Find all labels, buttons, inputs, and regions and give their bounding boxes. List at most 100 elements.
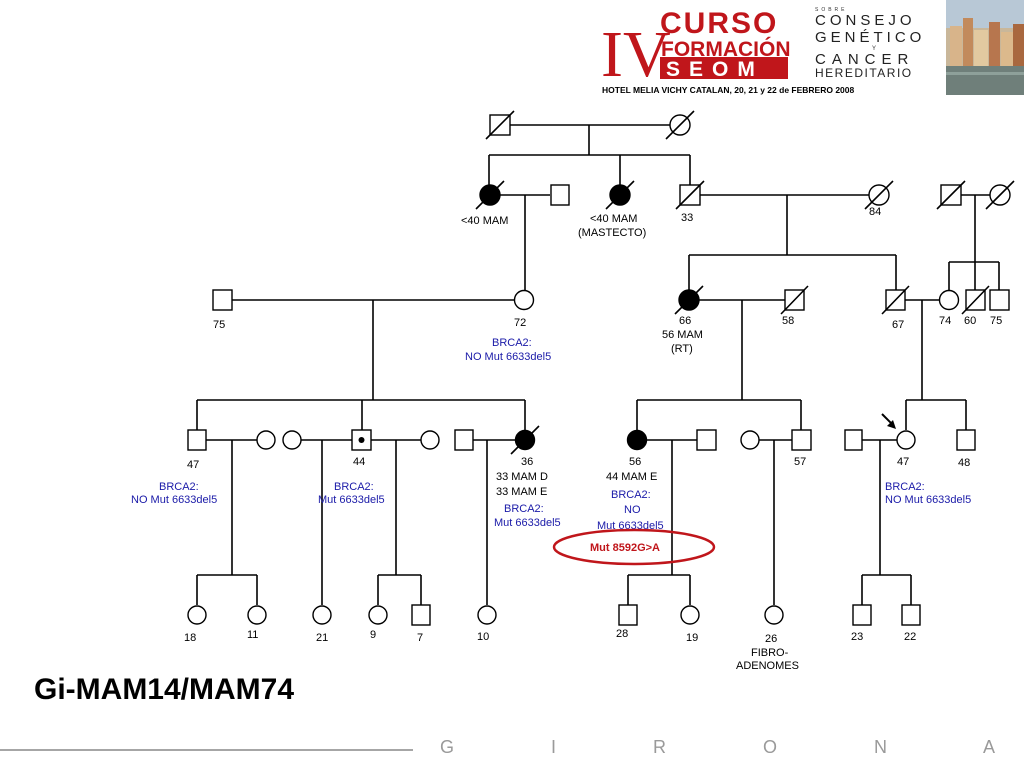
gen3-female-74[interactable] <box>938 289 960 311</box>
label-g3-72: 72 <box>514 317 526 329</box>
label-g5-11: 11 <box>247 629 258 641</box>
label-g3-66: 66 <box>679 315 691 327</box>
label-g4-57: 57 <box>794 456 806 468</box>
gen5-male-22[interactable] <box>901 604 921 626</box>
label-g5-9: 9 <box>370 629 376 641</box>
label-g4-47b: 47 <box>897 456 909 468</box>
label-g4-56-t2: NO <box>624 504 641 516</box>
label-g4-36-d1: 33 MAM D <box>496 471 548 483</box>
label-g2a-age: <40 MAM <box>461 215 508 227</box>
label-g3-75: 75 <box>213 319 225 331</box>
logo-roman: IV <box>601 18 671 91</box>
logo-genetico: GENÉTICO <box>815 29 925 46</box>
slide-title: Gi-MAM14/MAM74 <box>34 673 294 706</box>
label-g2c-age: 33 <box>681 212 693 224</box>
gen5-female-19[interactable] <box>680 605 700 625</box>
gen2-female-deceased-d[interactable] <box>864 180 894 210</box>
gen1-female-deceased[interactable] <box>665 110 695 140</box>
gen4-spouse-female-b[interactable] <box>282 430 302 450</box>
gen4-affected-female-36[interactable] <box>510 425 540 455</box>
logo-sobre: SOBRE <box>815 7 848 13</box>
label-g4-36-d2: 33 MAM E <box>496 486 547 498</box>
pedigree-symbols <box>187 110 1015 626</box>
gen4-proband-female-47[interactable] <box>896 430 916 450</box>
gen2-male-deceased-e[interactable] <box>936 180 966 210</box>
label-g2b-sub: (MASTECTO) <box>578 227 646 239</box>
gen3-affected-female-66[interactable] <box>674 285 704 315</box>
gen2-affected-female-deceased-b[interactable] <box>605 180 635 210</box>
logo-consejo: CONSEJO <box>815 12 916 29</box>
logo-curso: CURSO <box>660 7 778 40</box>
label-g3-67: 67 <box>892 319 904 331</box>
logo-cancer: CANCER <box>815 51 914 68</box>
label-g4-56-t1: BRCA2: <box>611 489 651 501</box>
mutation-highlight-ellipse <box>552 528 716 566</box>
gen5-male-28[interactable] <box>618 604 638 626</box>
gen4-male-47[interactable] <box>187 429 207 451</box>
label-g5-22: 22 <box>904 631 916 643</box>
gen4-spouse-female-f[interactable] <box>740 430 760 450</box>
gen3-male-75[interactable] <box>212 289 233 311</box>
label-g4-47-t1: BRCA2: <box>159 481 199 493</box>
proband-arrow-icon <box>881 413 896 429</box>
label-g4-56: 56 <box>629 456 641 468</box>
gen5-female-11[interactable] <box>247 605 267 625</box>
gen4-male-57[interactable] <box>791 429 812 451</box>
gen4-affected-female-56[interactable] <box>626 429 648 451</box>
label-g4-36-t2: Mut 6633del5 <box>494 517 561 529</box>
gen4-male-48[interactable] <box>956 429 976 451</box>
label-g5-7: 7 <box>417 632 423 644</box>
label-g4-44: 44 <box>353 456 365 468</box>
label-g5-10: 10 <box>477 631 489 643</box>
gen5-male-7[interactable] <box>411 604 431 626</box>
gen5-female-26[interactable] <box>764 605 784 625</box>
label-g3-72-test1: BRCA2: <box>492 337 532 349</box>
label-g4-47: 47 <box>187 459 199 471</box>
logo-seom-box <box>660 57 788 79</box>
course-logo: IV CURSO FORMACIÓN SEOM HOTEL MELIA VICH… <box>601 7 925 95</box>
label-g4-47b-t1: BRCA2: <box>885 481 925 493</box>
label-g4-47-t2: NO Mut 6633del5 <box>131 494 217 506</box>
gen3-male-60[interactable] <box>961 285 990 315</box>
gen3-male-58[interactable] <box>780 285 809 315</box>
label-g4-36: 36 <box>521 456 533 468</box>
gen2-female-deceased-f[interactable] <box>985 180 1015 210</box>
label-g5-23: 23 <box>851 631 863 643</box>
gen2-affected-female-deceased-a[interactable] <box>475 180 505 210</box>
label-g2d-age: 84 <box>869 206 881 218</box>
gen2-male-deceased-c[interactable] <box>675 180 705 210</box>
label-g3-72-test2: NO Mut 6633del5 <box>465 351 551 363</box>
label-g3-66-dx: 56 MAM <box>662 329 703 341</box>
label-g3-58: 58 <box>782 315 794 327</box>
label-g4-47b-t2: NO Mut 6633del5 <box>885 494 971 506</box>
gen5-female-21[interactable] <box>312 605 332 625</box>
gen4-spouse-male-e[interactable] <box>696 429 717 451</box>
label-g4-44-t2: Mut 6633del5 <box>318 494 385 506</box>
gen4-spouse-male-g[interactable] <box>844 429 863 451</box>
girona-photo <box>946 0 1024 95</box>
label-g3-66-rt: (RT) <box>671 343 693 355</box>
label-g5-19: 19 <box>686 632 698 644</box>
gen3-female-72[interactable] <box>513 289 535 311</box>
gen5-male-23[interactable] <box>852 604 872 626</box>
label-g5-21: 21 <box>316 632 328 644</box>
gen1-male-deceased[interactable] <box>485 110 515 140</box>
label-g5-28: 28 <box>616 628 628 640</box>
gen5-female-9[interactable] <box>368 605 388 625</box>
gen3-male-67[interactable] <box>881 285 910 315</box>
label-g5-26: 26 <box>765 633 777 645</box>
gen4-spouse-female-c[interactable] <box>420 430 440 450</box>
label-g4-48: 48 <box>958 457 970 469</box>
gen4-spouse-female-a[interactable] <box>256 430 276 450</box>
gen2-male-spouse-a[interactable] <box>550 184 570 206</box>
gen5-female-18[interactable] <box>187 605 207 625</box>
gen3-male-75b[interactable] <box>989 289 1010 311</box>
logo-y: Y <box>872 46 876 52</box>
logo-hotel: HOTEL MELIA VICHY CATALAN, 20, 21 y 22 d… <box>602 85 855 95</box>
gen4-carrier-male-44[interactable] <box>351 429 372 451</box>
label-g2b-age: <40 MAM <box>590 213 637 225</box>
footer-girona: G I R O N A <box>440 737 1024 757</box>
gen4-spouse-male-d[interactable] <box>454 429 474 451</box>
gen5-female-10[interactable] <box>477 605 497 625</box>
